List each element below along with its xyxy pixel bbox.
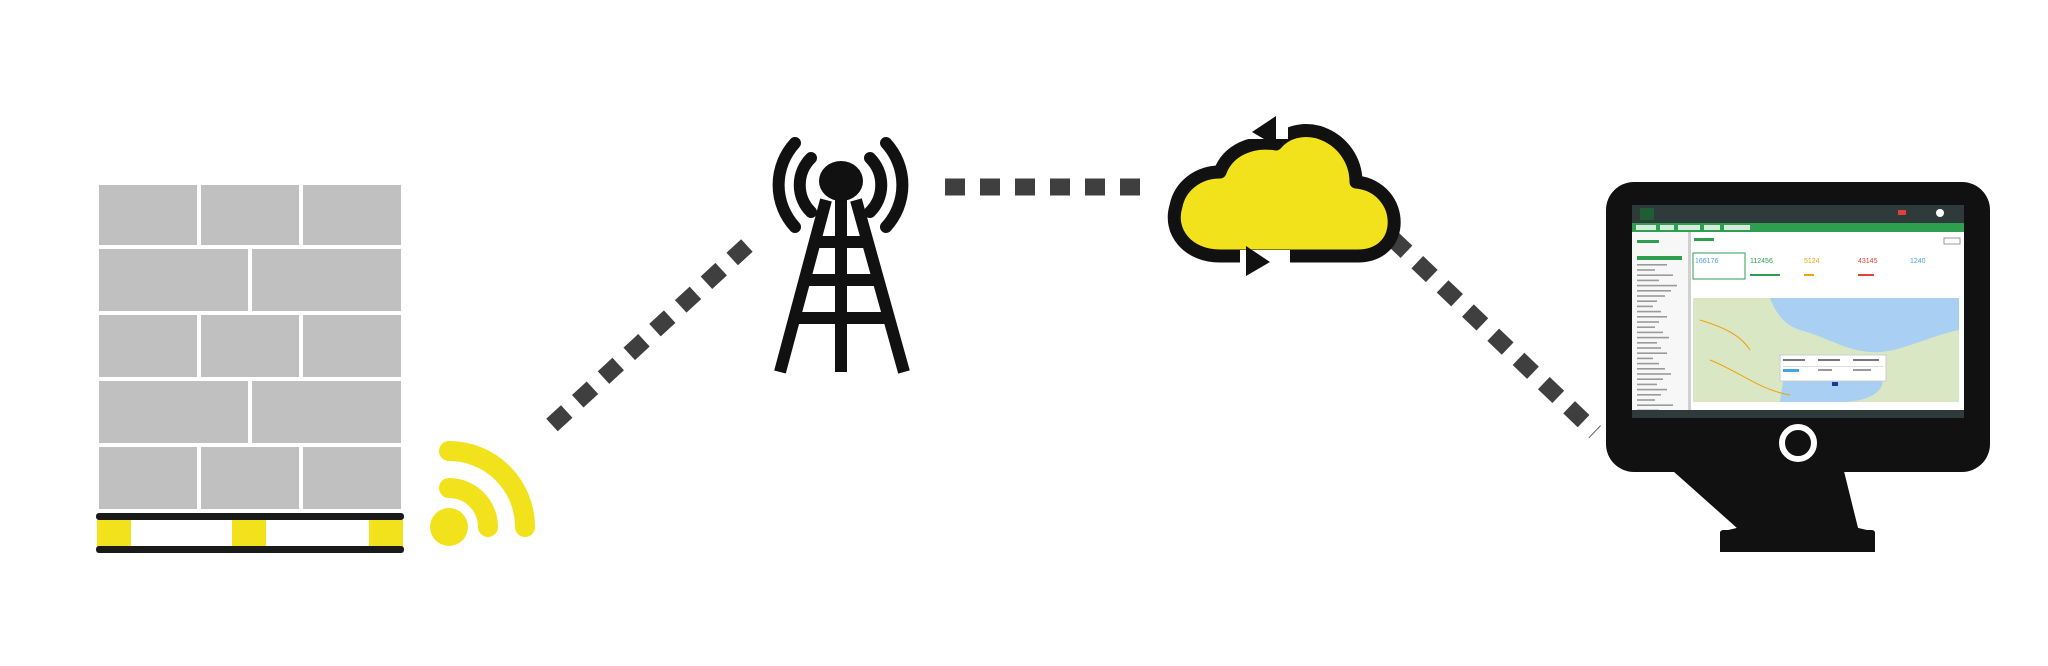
sidebar-list-item [1637, 321, 1659, 323]
dashboard-screen: 166176 112456 5124 43145 1240 [1632, 205, 1964, 418]
sidebar-list-item [1637, 331, 1663, 334]
sidebar-list-item [1637, 274, 1673, 276]
sidebar-list-item [1637, 347, 1661, 349]
sidebar-list-item [1637, 394, 1661, 396]
sidebar-list-item [1637, 269, 1655, 271]
kpi-value: 1240 [1910, 258, 1926, 265]
sidebar-list-item [1637, 368, 1665, 370]
desktop-monitor-icon: 166176 112456 5124 43145 1240 [1606, 182, 1990, 552]
monitor-power-button [1779, 424, 1817, 462]
link-signal-to-tower [546, 231, 761, 432]
sidebar-list-item [1637, 399, 1655, 401]
sidebar-list-item [1637, 378, 1663, 380]
link-cloud-to-monitor [1386, 231, 1601, 439]
sidebar-list-item [1637, 336, 1669, 339]
sidebar-list-item [1637, 326, 1655, 328]
cloud-sync-icon [1167, 116, 1401, 276]
monitor-stand [1665, 460, 1875, 552]
sidebar-list-item [1637, 316, 1667, 318]
sidebar-list-item [1637, 284, 1677, 287]
kpi-value: 43145 [1858, 258, 1878, 265]
pallet-block [369, 520, 403, 547]
sidebar-list-item [1637, 362, 1659, 365]
kpi-value: 5124 [1804, 258, 1820, 265]
sidebar-list-item [1637, 373, 1671, 375]
pallet-with-bricks-icon [95, 181, 405, 553]
pallet-bottom-board [96, 546, 404, 553]
pallet-top-board [96, 513, 404, 520]
sidebar-list-item [1637, 352, 1667, 354]
pallet-block [232, 520, 266, 547]
sidebar-list-item [1637, 305, 1653, 308]
wifi-signal-icon [430, 441, 535, 546]
sidebar-list-item [1637, 310, 1661, 313]
sidebar-list-item [1637, 357, 1653, 360]
kpi-value: 166176 [1695, 258, 1718, 265]
sidebar-list-item [1637, 383, 1657, 386]
map-panel [1693, 298, 1959, 402]
sidebar-list-item [1637, 279, 1659, 282]
connection-links [546, 178, 1601, 439]
sidebar-list-item [1637, 290, 1671, 292]
sidebar-list-item [1637, 300, 1657, 302]
sidebar-list-item [1637, 388, 1667, 391]
radio-tower-icon [772, 137, 910, 374]
sidebar-list-item [1637, 264, 1667, 266]
sidebar-list-item [1637, 342, 1657, 344]
kpi-row: 166176 112456 5124 43145 1240 [1692, 252, 1926, 280]
pallet-block [97, 520, 131, 547]
sidebar-list-item [1637, 404, 1673, 406]
sidebar-list-item [1637, 295, 1665, 297]
kpi-value: 112456 [1750, 258, 1773, 265]
